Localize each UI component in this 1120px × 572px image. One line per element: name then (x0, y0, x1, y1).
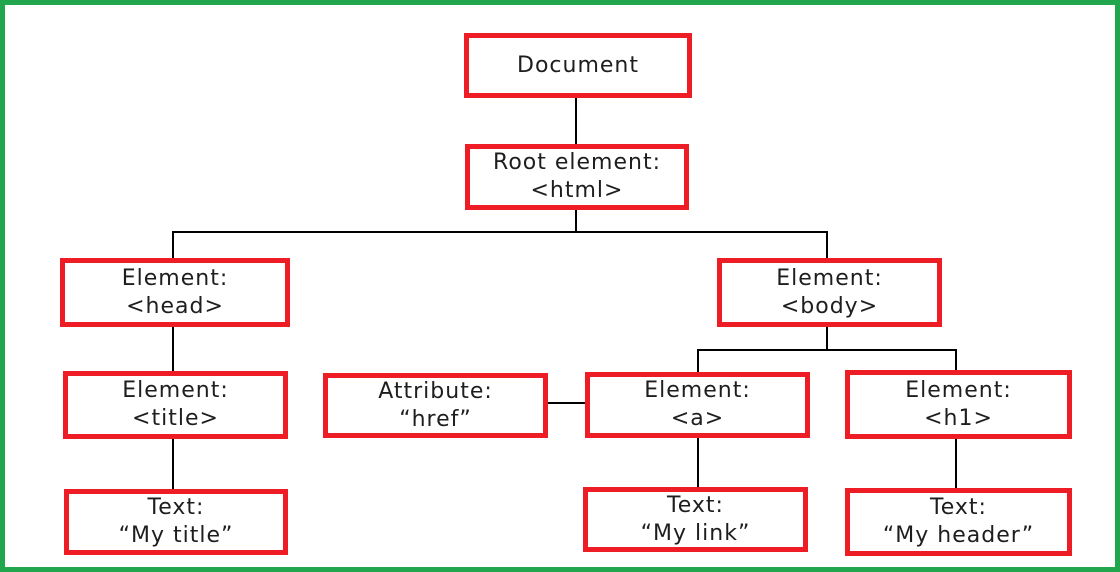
connector-drop-anchor (697, 350, 699, 372)
node-element-head: Element: <head> (60, 258, 290, 327)
node-tag: <h1> (924, 405, 993, 431)
node-value: “My title” (118, 523, 234, 548)
connector-anchor-text (697, 438, 699, 487)
node-label: Text: (667, 492, 724, 518)
node-value: “href” (399, 406, 472, 432)
node-label: Element: (122, 378, 229, 403)
node-tag: <html> (530, 178, 624, 203)
connector-head-title (172, 327, 174, 371)
connector-drop-body (826, 232, 828, 258)
node-value: “My header” (882, 523, 1035, 548)
connector-body-stub (826, 327, 828, 350)
node-tag: <title> (132, 406, 219, 431)
node-label: Text: (147, 495, 205, 520)
node-label: Text: (930, 495, 987, 520)
node-text-my-title: Text: “My title” (64, 489, 288, 555)
node-label: Root element: (493, 150, 661, 175)
node-label: Element: (644, 378, 751, 403)
connector-document-root (575, 98, 577, 144)
connector-root-stub (575, 210, 577, 232)
connector-rail-head-body (172, 231, 828, 233)
node-element-h1: Element: <h1> (845, 370, 1072, 439)
connector-rail-anchor-h1 (697, 349, 957, 351)
node-label: Element: (776, 265, 883, 291)
node-label: Document (517, 52, 639, 78)
node-label: Attribute: (378, 378, 493, 404)
connector-h1-text (955, 439, 957, 488)
node-root-element-html: Root element: <html> (465, 144, 689, 210)
node-tag: <head> (126, 293, 224, 319)
node-value: “My link” (640, 520, 751, 546)
connector-attribute-anchor (548, 402, 585, 404)
node-tag: <a> (670, 406, 725, 431)
node-label: Element: (121, 265, 229, 291)
node-text-my-link: Text: “My link” (583, 487, 808, 552)
node-document: Document (464, 33, 692, 98)
node-label: Element: (905, 377, 1012, 403)
connector-drop-h1 (955, 350, 957, 370)
node-element-a: Element: <a> (585, 372, 810, 438)
connector-title-text (172, 439, 174, 489)
node-attribute-href: Attribute: “href” (323, 373, 548, 438)
node-element-title: Element: <title> (63, 371, 288, 439)
node-tag: <body> (780, 293, 879, 319)
node-text-my-header: Text: “My header” (845, 488, 1072, 556)
node-element-body: Element: <body> (717, 258, 942, 327)
connector-drop-head (172, 232, 174, 258)
